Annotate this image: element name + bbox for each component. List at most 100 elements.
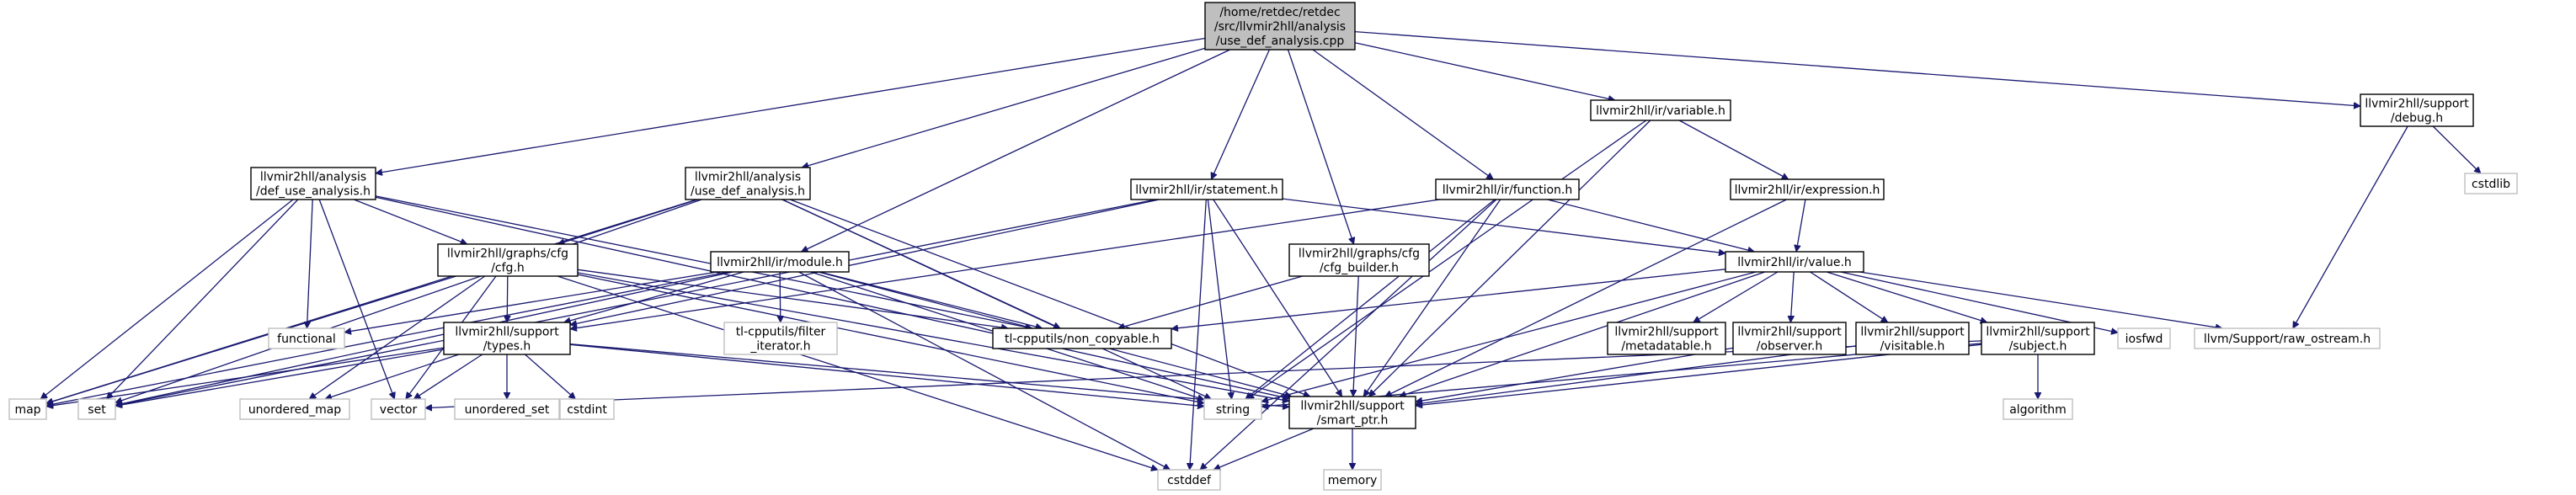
edge-value-to-subject xyxy=(1826,271,1987,322)
node-label-subject: llvmir2hll/support xyxy=(1986,326,2090,339)
edge-types-to-set xyxy=(115,349,445,406)
node-box-use_def[interactable] xyxy=(685,167,811,200)
node-label-root: /use_def_analysis.cpp xyxy=(1216,35,1345,48)
node-raw_ostream: llvm/Support/raw_ostream.h xyxy=(2194,327,2381,349)
node-functional: functional xyxy=(268,327,345,349)
node-label-memory: memory xyxy=(1328,474,1378,487)
node-box-function[interactable] xyxy=(1435,178,1580,200)
edge-cfg-to-non_copyable xyxy=(577,269,1008,328)
node-box-statement[interactable] xyxy=(1130,178,1283,200)
node-string: string xyxy=(1203,398,1262,420)
node-set: set xyxy=(77,398,116,420)
node-box-cfg_builder[interactable] xyxy=(1288,243,1430,277)
node-label-types: /types.h xyxy=(483,340,531,354)
edge-types-to-vector xyxy=(413,354,483,400)
edge-root-to-cfg_builder xyxy=(1287,49,1354,244)
node-visitable[interactable]: llvmir2hll/support/visitable.h xyxy=(1855,322,1970,355)
edge-debug-to-raw_ostream xyxy=(2292,125,2408,328)
node-label-visitable: llvmir2hll/support xyxy=(1860,326,1965,339)
edge-function-to-cstddef xyxy=(1200,199,1497,470)
node-label-module: llvmir2hll/ir/module.h xyxy=(717,256,843,269)
node-box-debug[interactable] xyxy=(2360,93,2474,127)
node-root[interactable]: /home/retdec/retdec/src/llvmir2hll/analy… xyxy=(1204,2,1356,51)
node-types[interactable]: llvmir2hll/support/types.h xyxy=(443,322,571,355)
edge-expression-to-value xyxy=(1796,199,1806,252)
edge-module-to-types xyxy=(564,271,744,322)
node-smart_ptr[interactable]: llvmir2hll/support/smart_ptr.h xyxy=(1288,396,1416,429)
node-box-def_use[interactable] xyxy=(250,167,376,200)
node-label-cfg: llvmir2hll/graphs/cfg xyxy=(447,248,568,261)
edge-cfg-to-unordered_map xyxy=(309,275,486,400)
node-variable[interactable]: llvmir2hll/ir/variable.h xyxy=(1590,99,1731,121)
node-box-subject[interactable] xyxy=(1981,322,2095,355)
edge-value-to-non_copyable xyxy=(1171,269,1726,329)
node-box-unordered_map xyxy=(239,398,350,420)
node-non_copyable[interactable]: tl-cpputils/non_copyable.h xyxy=(992,327,1172,349)
node-label-observer: /observer.h xyxy=(1757,340,1823,354)
node-def_use[interactable]: llvmir2hll/analysis/def_use_analysis.h xyxy=(250,167,376,200)
node-box-variable[interactable] xyxy=(1590,99,1731,121)
edge-def_use-to-vector xyxy=(318,199,394,399)
node-algorithm: algorithm xyxy=(2003,398,2073,420)
node-box-visitable[interactable] xyxy=(1855,322,1970,355)
edge-use_def-to-smart_ptr xyxy=(789,199,1310,397)
node-cfg_builder[interactable]: llvmir2hll/graphs/cfg/cfg_builder.h xyxy=(1288,243,1430,277)
node-value[interactable]: llvmir2hll/ir/value.h xyxy=(1725,251,1864,273)
node-box-raw_ostream xyxy=(2194,327,2381,349)
node-label-filter_iterator: _iterator.h xyxy=(749,340,810,354)
edge-cfg-to-map xyxy=(46,275,456,403)
node-box-root[interactable] xyxy=(1204,2,1356,51)
node-box-module[interactable] xyxy=(710,251,850,273)
node-iosfwd: iosfwd xyxy=(2117,327,2171,349)
node-label-smart_ptr: llvmir2hll/support xyxy=(1300,400,1405,413)
edge-def_use-to-smart_ptr xyxy=(375,196,1289,398)
edge-function-to-value xyxy=(1547,199,1755,252)
edge-types-to-map xyxy=(46,347,445,407)
node-box-cstdint xyxy=(559,398,615,420)
nodes-layer: /home/retdec/retdec/src/llvmir2hll/analy… xyxy=(8,2,2518,491)
edge-types-to-string xyxy=(569,343,1204,406)
edge-module-to-set xyxy=(115,271,733,405)
node-box-vector xyxy=(371,398,426,420)
node-module[interactable]: llvmir2hll/ir/module.h xyxy=(710,251,850,273)
node-label-visitable: /visitable.h xyxy=(1880,340,1945,354)
node-box-metadatable[interactable] xyxy=(1607,322,1726,355)
node-box-non_copyable[interactable] xyxy=(992,327,1172,349)
node-box-cfg[interactable] xyxy=(437,243,579,277)
edge-cfg_builder-to-non_copyable xyxy=(1118,275,1303,328)
node-box-expression[interactable] xyxy=(1730,178,1885,200)
node-box-observer[interactable] xyxy=(1732,322,1847,355)
node-label-string: string xyxy=(1216,403,1250,417)
node-label-cstdlib: cstdlib xyxy=(2472,178,2510,191)
node-expression[interactable]: llvmir2hll/ir/expression.h xyxy=(1730,178,1885,200)
node-box-value[interactable] xyxy=(1725,251,1864,273)
node-box-smart_ptr[interactable] xyxy=(1288,396,1416,429)
node-label-algorithm: algorithm xyxy=(2009,403,2067,417)
node-box-memory xyxy=(1323,469,1382,491)
node-label-function: llvmir2hll/ir/function.h xyxy=(1443,184,1573,197)
node-use_def[interactable]: llvmir2hll/analysis/use_def_analysis.h xyxy=(685,167,811,200)
node-label-observer: llvmir2hll/support xyxy=(1737,326,1842,339)
node-cfg[interactable]: llvmir2hll/graphs/cfg/cfg.h xyxy=(437,243,579,277)
edge-def_use-to-functional xyxy=(307,199,313,328)
node-observer[interactable]: llvmir2hll/support/observer.h xyxy=(1732,322,1847,355)
edge-observer-to-smart_ptr xyxy=(1416,347,1734,402)
edge-root-to-use_def xyxy=(802,47,1206,168)
node-debug[interactable]: llvmir2hll/support/debug.h xyxy=(2360,93,2474,127)
node-statement[interactable]: llvmir2hll/ir/statement.h xyxy=(1130,178,1283,200)
edge-module-to-map xyxy=(46,271,728,406)
node-metadatable[interactable]: llvmir2hll/support/metadatable.h xyxy=(1607,322,1726,355)
node-cstdlib: cstdlib xyxy=(2464,173,2518,194)
node-label-cfg: /cfg.h xyxy=(491,262,525,275)
node-label-variable: llvmir2hll/ir/variable.h xyxy=(1596,104,1725,118)
edge-value-to-observer xyxy=(1790,271,1795,322)
edge-visitable-to-smart_ptr xyxy=(1416,345,1857,404)
node-label-raw_ostream: llvm/Support/raw_ostream.h xyxy=(2204,333,2371,346)
node-function[interactable]: llvmir2hll/ir/function.h xyxy=(1435,178,1580,200)
node-label-functional: functional xyxy=(277,333,336,346)
node-subject[interactable]: llvmir2hll/support/subject.h xyxy=(1981,322,2095,355)
edge-module-to-filter_iterator xyxy=(780,271,781,322)
edges-layer xyxy=(40,30,2481,471)
node-box-types[interactable] xyxy=(443,322,571,355)
node-box-iosfwd xyxy=(2117,327,2171,349)
